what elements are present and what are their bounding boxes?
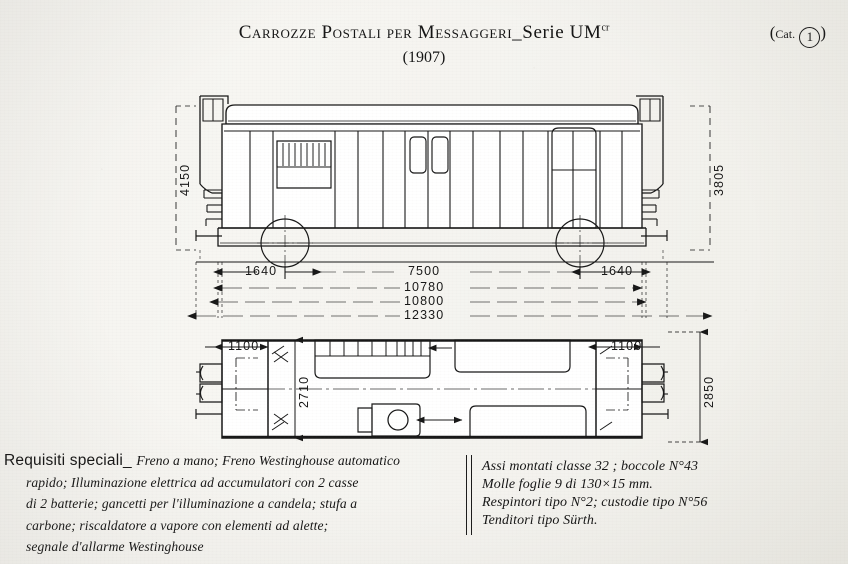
notes-right-column: Assi montati classe 32 ; boccole N°43 Mo… — [482, 458, 838, 530]
side-elevation — [195, 95, 668, 271]
notes-right-line-1: Molle foglie 9 di 130×15 mm. — [482, 476, 653, 492]
notes-left-row-0: Requisiti speciali_ Freno a mano; Freno … — [4, 452, 456, 470]
notes-block: Requisiti speciali_ Freno a mano; Freno … — [0, 452, 848, 564]
dim-wheelbase: 7500 — [408, 264, 441, 278]
notes-left-row-2: di 2 batterie; gancetti per l'illuminazi… — [4, 495, 456, 513]
elevation-height-dimensions — [175, 105, 711, 262]
notes-left-row-1: rapido; Illuminazione elettrica ad accum… — [4, 474, 456, 492]
notes-left-heading-dash: _ — [123, 452, 132, 469]
catalog-label: Cat. — [775, 27, 796, 41]
dim-overhang-right: 1640 — [601, 264, 634, 278]
notes-left-column: Requisiti speciali_ Freno a mano; Freno … — [4, 452, 456, 560]
dim-overhang-left: 1640 — [245, 264, 278, 278]
notes-left-row-3: carbone; riscaldatore a vapore con eleme… — [4, 517, 456, 535]
catalog-paren-close: ) — [820, 23, 826, 42]
notes-left-line-3: carbone; riscaldatore a vapore con eleme… — [26, 517, 329, 533]
dim-plan-end-right: 1100 — [611, 339, 643, 353]
notes-left-line-0: Freno a mano; Freno Westinghouse automat… — [136, 453, 401, 468]
dim-plan-width-outer: 2850 — [702, 375, 716, 408]
notes-left-line-2: di 2 batterie; gancetti per l'illuminazi… — [26, 496, 358, 511]
dim-frame-length: 10800 — [404, 294, 445, 308]
plan-view — [195, 339, 669, 439]
dimension-chain — [187, 261, 714, 320]
dim-plan-width-inner: 2710 — [297, 375, 311, 408]
plan-dimensions — [205, 328, 709, 446]
dim-body-length: 10780 — [404, 280, 445, 294]
catalog-number: 1 — [799, 27, 821, 48]
dim-over-buffers: 12330 — [404, 308, 445, 322]
notes-left-line-4: segnale d'allarme Westinghouse — [26, 539, 204, 554]
dim-height-left: 4150 — [178, 163, 192, 196]
notes-left-row-4: segnale d'allarme Westinghouse — [4, 538, 456, 556]
catalog-paren-open: ( — [769, 23, 776, 42]
notes-left-heading: Requisiti speciali — [4, 452, 124, 469]
notes-right-line-2: Respintori tipo N°2; custodie tipo N°56 — [482, 494, 708, 510]
dim-height-right: 3805 — [712, 163, 726, 196]
notes-divider — [466, 455, 472, 535]
notes-left-line-1: rapido; Illuminazione elettrica ad accum… — [26, 474, 359, 490]
catalog-marker: (Cat. 1) — [770, 23, 826, 48]
notes-right-line-3: Tenditori tipo Sürth. — [482, 512, 598, 528]
notes-right-line-0: Assi montati classe 32 ; boccole N°43 — [482, 459, 699, 474]
dim-plan-end-left: 1100 — [228, 339, 260, 353]
